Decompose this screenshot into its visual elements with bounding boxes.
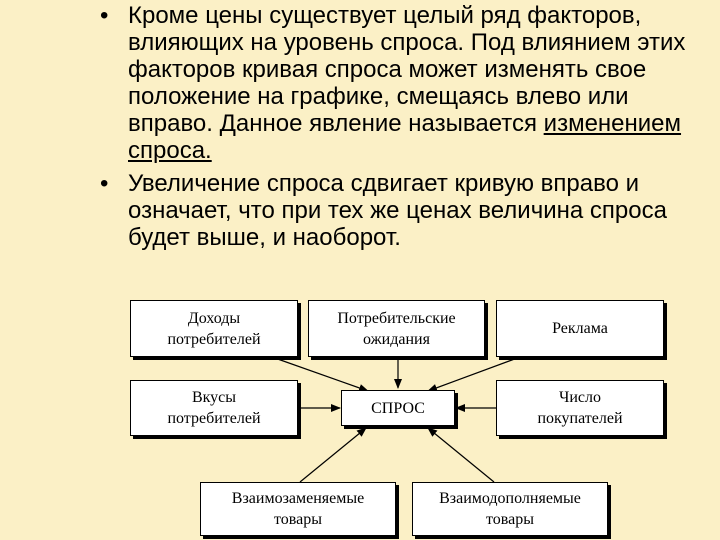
bullet-2-text: Увеличение спроса сдвигает кривую вправо… [128,170,667,251]
bullet-1-text: Кроме цены существует целый ряд факторов… [128,2,686,137]
arrow-complements [427,427,495,483]
bullet-item: • Увеличение спроса сдвигает кривую вправ… [100,170,710,251]
box-buyers: Число покупателей [496,380,664,436]
bullet-dot: • [100,2,109,29]
bullet-dot: • [100,170,109,197]
bullet-item: • Кроме цены существует целый ряд факторо… [100,2,710,164]
box-income: Доходы потребителей [130,300,298,357]
box-tastes: Вкусы потребителей [130,380,298,436]
bullet-list: • Кроме цены существует целый ряд факторо… [100,2,710,257]
box-substitutes: Взаимозаменяемые товары [200,482,396,536]
arrow-substitutes [299,427,367,483]
bullet-1-term: изменением спроса. [128,110,682,164]
box-center-demand: СПРОС [341,390,455,426]
box-complements: Взаимодополняемые товары [412,482,608,536]
arrow-advertising [427,356,521,392]
box-expectations: Потребительские ожидания [308,300,485,357]
arrow-income [271,356,369,392]
box-advertising: Реклама [496,300,664,357]
